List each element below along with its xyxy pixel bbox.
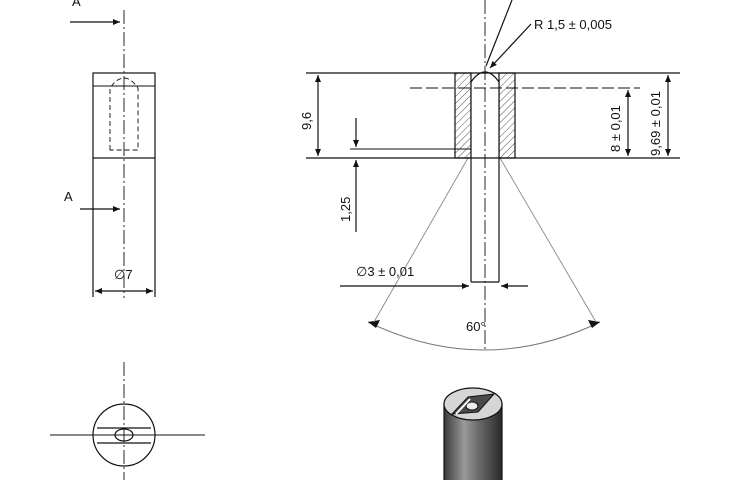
cone-right-line [499, 157, 597, 323]
outer-diameter-label: ∅7 [114, 267, 133, 282]
side-view-body [92, 72, 156, 159]
hole-depth-label: 8 ± 0,01 [608, 105, 623, 152]
isometric-view [443, 387, 503, 480]
section-label-a-top: A [72, 0, 81, 9]
radius-label: R 1,5 ± 0,005 [534, 17, 612, 32]
chamfer-depth-label: 1,25 [338, 197, 353, 222]
cone-angle-label: 60° [466, 319, 486, 334]
top-view [50, 362, 205, 480]
radius-leader-line [489, 23, 532, 69]
height-body-label: 9,6 [299, 112, 314, 130]
cylinder-slot-hole [465, 401, 479, 411]
section-label-a-bottom: A [64, 189, 73, 204]
cylinder-slot-highlight [455, 398, 471, 415]
radius-leader-line-2 [485, 0, 513, 67]
hole-diameter-label: ∅3 ± 0,01 [356, 264, 414, 279]
top-view-outer-circle [92, 403, 156, 467]
section-view [306, 0, 680, 351]
cone-arc-arrow-left [368, 320, 380, 328]
cone-arc-arrow-right [588, 320, 600, 328]
side-view [70, 10, 156, 298]
side-view-hidden-hole [109, 77, 139, 151]
total-height-label: 9,69 ± 0,01 [648, 91, 663, 156]
cone-left-line [373, 157, 469, 323]
top-view-hole [114, 428, 134, 442]
cone-angle-arc [367, 321, 601, 351]
section-left-wall [454, 72, 472, 159]
section-right-wall [498, 72, 516, 159]
